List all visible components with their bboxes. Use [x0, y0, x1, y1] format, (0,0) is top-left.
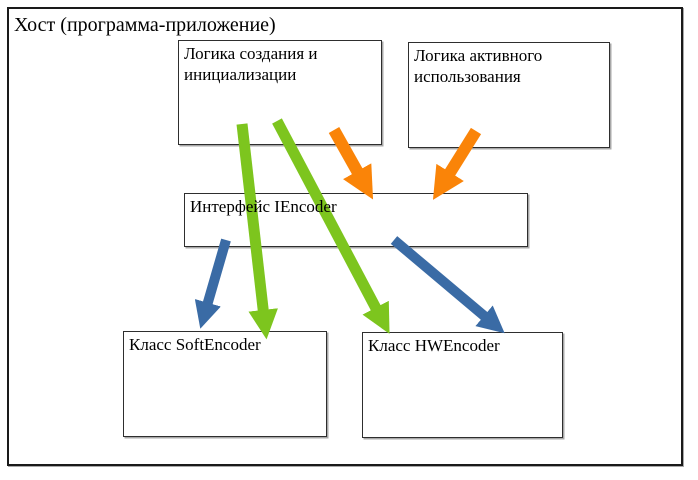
- encoder-interface-label: Интерфейс IEncoder: [190, 197, 337, 216]
- creation-logic-label: Логика создания и инициализации: [184, 44, 318, 84]
- host-box: Хост (программа-приложение): [7, 7, 683, 466]
- hwencoder-class-box: Класс HWEncoder: [362, 332, 563, 438]
- usage-logic-box: Логика активного использования: [408, 42, 610, 148]
- creation-logic-box: Логика создания и инициализации: [178, 40, 382, 145]
- hwencoder-class-label: Класс HWEncoder: [368, 336, 500, 355]
- softencoder-class-label: Класс SoftEncoder: [129, 335, 261, 354]
- usage-logic-label: Логика активного использования: [414, 46, 543, 86]
- host-label: Хост (программа-приложение): [14, 14, 276, 36]
- encoder-interface-box: Интерфейс IEncoder: [184, 193, 528, 247]
- softencoder-class-box: Класс SoftEncoder: [123, 331, 327, 437]
